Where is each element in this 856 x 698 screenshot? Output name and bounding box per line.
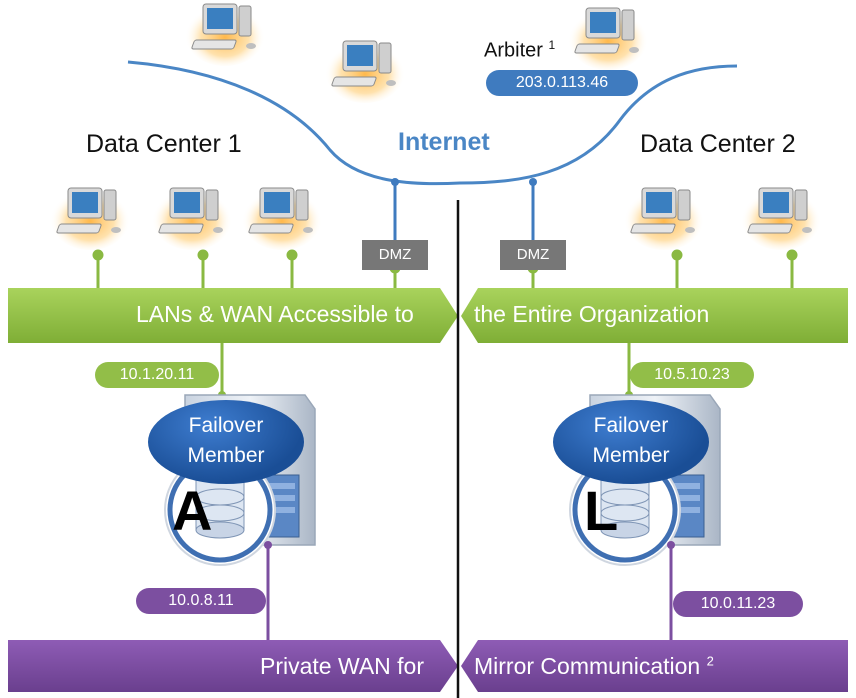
private-bar-footnote: 2 xyxy=(706,653,714,669)
pc-icon xyxy=(49,185,131,251)
failover-dc2-line2: Member xyxy=(592,444,670,467)
pc-icon xyxy=(241,185,323,251)
failover-dc1-line2: Member xyxy=(187,444,265,467)
arbiter-text: Arbiter xyxy=(484,39,543,62)
dc2-private-ip-badge: 10.0.11.23 xyxy=(673,591,803,617)
server-l-letter: L xyxy=(584,479,619,542)
internet-line xyxy=(127,60,738,186)
arbiter-ip-badge: 203.0.113.46 xyxy=(486,70,638,96)
pc-icon xyxy=(740,185,822,251)
data-center-1-title: Data Center 1 xyxy=(86,130,242,158)
pc-icon xyxy=(623,185,705,251)
failover-member-dc1: Failover Member xyxy=(148,400,304,484)
failover-dc1-line1: Failover xyxy=(188,414,264,437)
pc-icon xyxy=(184,1,266,67)
failover-dc2-line1: Failover xyxy=(593,414,669,437)
dmz-box-dc2: DMZ xyxy=(500,240,566,270)
failover-member-dc2: Failover Member xyxy=(553,400,709,484)
lan-bar-right xyxy=(461,288,848,343)
arbiter-label: Arbiter 1 xyxy=(484,38,555,63)
pc-icon xyxy=(324,38,406,104)
server-a-letter: A xyxy=(172,479,213,542)
pc-icon xyxy=(567,5,649,71)
dc2-lan-ip-badge: 10.5.10.23 xyxy=(630,362,754,388)
private-bar-left xyxy=(8,640,458,692)
private-bar-right-label: Mirror Communication xyxy=(474,653,701,679)
lan-bar-right-text: the Entire Organization xyxy=(474,301,710,327)
private-bar-right xyxy=(461,640,848,692)
dc1-private-ip-badge: 10.0.8.11 xyxy=(136,588,266,614)
internet-label: Internet xyxy=(398,128,490,156)
arbiter-footnote: 1 xyxy=(548,38,556,52)
dmz-box-dc1: DMZ xyxy=(362,240,428,270)
lan-bar-left xyxy=(8,288,458,343)
dc1-lan-ip-badge: 10.1.20.11 xyxy=(95,362,219,388)
private-bar-right-text: Mirror Communication 2 xyxy=(474,653,714,680)
lan-bar-left-text: LANs & WAN Accessible to xyxy=(136,301,414,327)
data-center-2-title: Data Center 2 xyxy=(640,130,796,158)
private-bar-left-text: Private WAN for xyxy=(260,653,425,679)
pc-icon xyxy=(151,185,233,251)
